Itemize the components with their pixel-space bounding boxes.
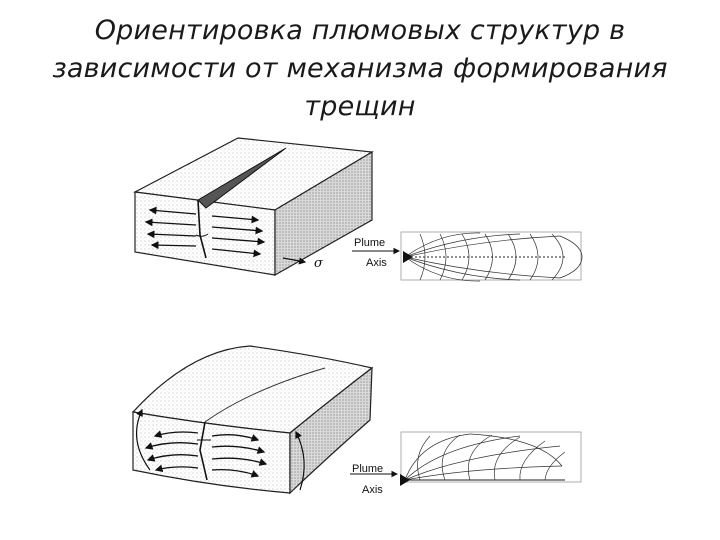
axis-label-top: Axis: [366, 257, 387, 269]
plume-pattern-twisted: [350, 432, 581, 486]
plume-label-top: Plume: [354, 237, 385, 249]
stress-symbol: σ: [314, 256, 323, 271]
axis-label-bottom: Axis: [362, 484, 383, 496]
plume-label-bottom: Plume: [352, 463, 383, 475]
block-diagram-straight-crack: [135, 138, 372, 275]
block-diagram-twisted-crack: [133, 346, 372, 493]
